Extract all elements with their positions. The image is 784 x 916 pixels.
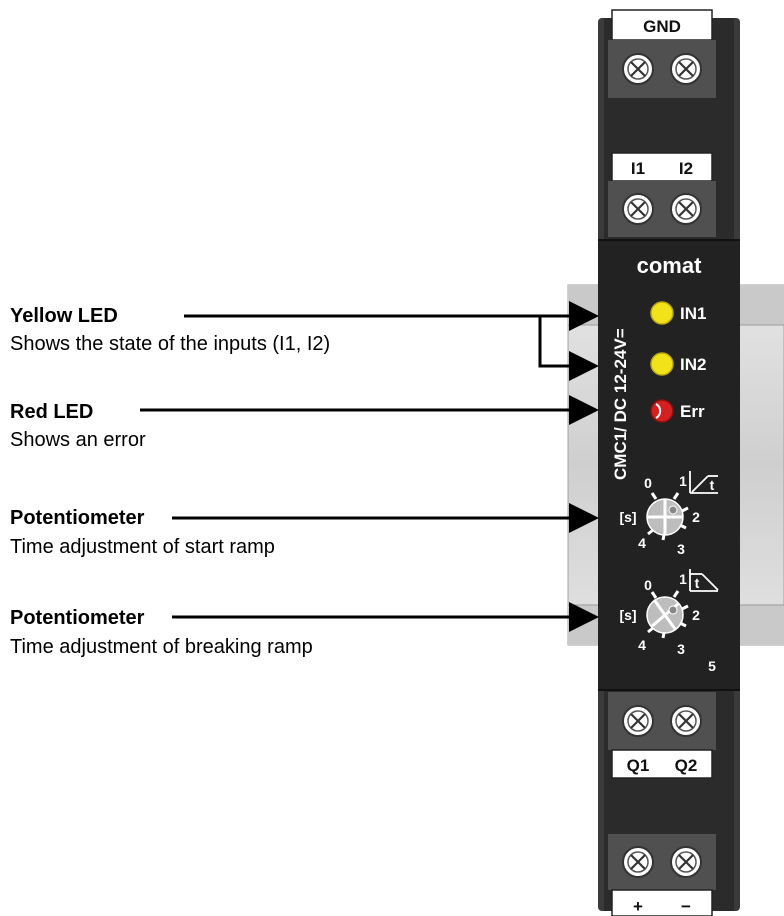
led-label: IN2 [680,355,706,374]
terminal-label-q1: Q1 [627,756,650,775]
callout-title: Red LED [10,401,93,423]
dial-tick-0: 0 [644,577,652,593]
screw-icon [669,52,703,86]
terminal-label-i2: I2 [679,159,693,178]
ramp-up-icon [689,471,718,494]
dial-tick-3: 3 [677,541,685,557]
dial-tick-1: 1 [679,571,687,587]
screw-icon [669,845,703,879]
corner-mark: 5 [708,658,716,674]
terminal-block-power: + − [608,834,716,916]
ramp-t-label: t [695,575,700,591]
start-ramp-potentiometer[interactable]: 0 1 2 3 4 [s] t [619,471,718,557]
led-label: Err [680,402,705,421]
screw-icon [621,845,655,879]
led-in1: IN1 [650,301,706,325]
dial-tick-1: 1 [679,473,687,489]
dial-tick-2: 2 [692,607,700,623]
callout-description: Shows an error [10,429,146,451]
led-icon [650,352,674,376]
ramp-down-icon [689,569,719,592]
arrow-icon [538,316,599,381]
callout-title: Potentiometer [10,607,145,629]
screw-icon [621,52,655,86]
screw-icon [669,192,703,226]
screw-icon [621,704,655,738]
terminal-label-gnd: GND [643,17,681,36]
screw-icon [621,192,655,226]
dial-tick-2: 2 [692,509,700,525]
led-icon [650,399,674,423]
callout-title: Potentiometer [10,507,145,529]
dial-tick-0: 0 [644,475,652,491]
callout-description: Time adjustment of start ramp [10,536,275,558]
callout-description: Time adjustment of breaking ramp [10,636,313,658]
dial-tick-3: 3 [677,641,685,657]
terminal-label-plus: + [633,897,643,916]
led-label: IN1 [680,304,706,323]
callout-title: Yellow LED [10,305,118,327]
dial-tick-4: 4 [638,637,646,653]
brand-logo: comat [637,253,702,278]
terminal-block-outputs: Q1 Q2 [608,692,716,779]
callout-description: Shows the state of the inputs (I1, I2) [10,333,330,355]
terminal-label-minus: − [681,897,691,916]
dial-tick-4: 4 [638,535,646,551]
terminal-block-inputs: I1 I2 [608,152,716,237]
terminal-label-q2: Q2 [675,756,698,775]
callout-start-ramp: Potentiometer Time adjustment of start r… [10,503,599,558]
callout-breaking-ramp: Potentiometer Time adjustment of breakin… [10,602,599,658]
led-in2: IN2 [650,352,706,376]
screw-icon [669,704,703,738]
breaking-ramp-potentiometer[interactable]: 0 1 2 3 4 [s] t [619,569,719,657]
led-icon [650,301,674,325]
dial-unit: [s] [619,509,636,525]
terminal-label-i1: I1 [631,159,645,178]
dial-unit: [s] [619,607,636,623]
callout-red-led: Red LED Shows an error [10,395,599,451]
model-label: CMC1/ DC 12-24V= [611,328,630,480]
terminal-block-gnd: GND [608,9,716,98]
ramp-t-label: t [710,477,715,493]
callout-yellow-led: Yellow LED Shows the state of the inputs… [10,301,599,381]
led-err: Err [650,399,705,423]
